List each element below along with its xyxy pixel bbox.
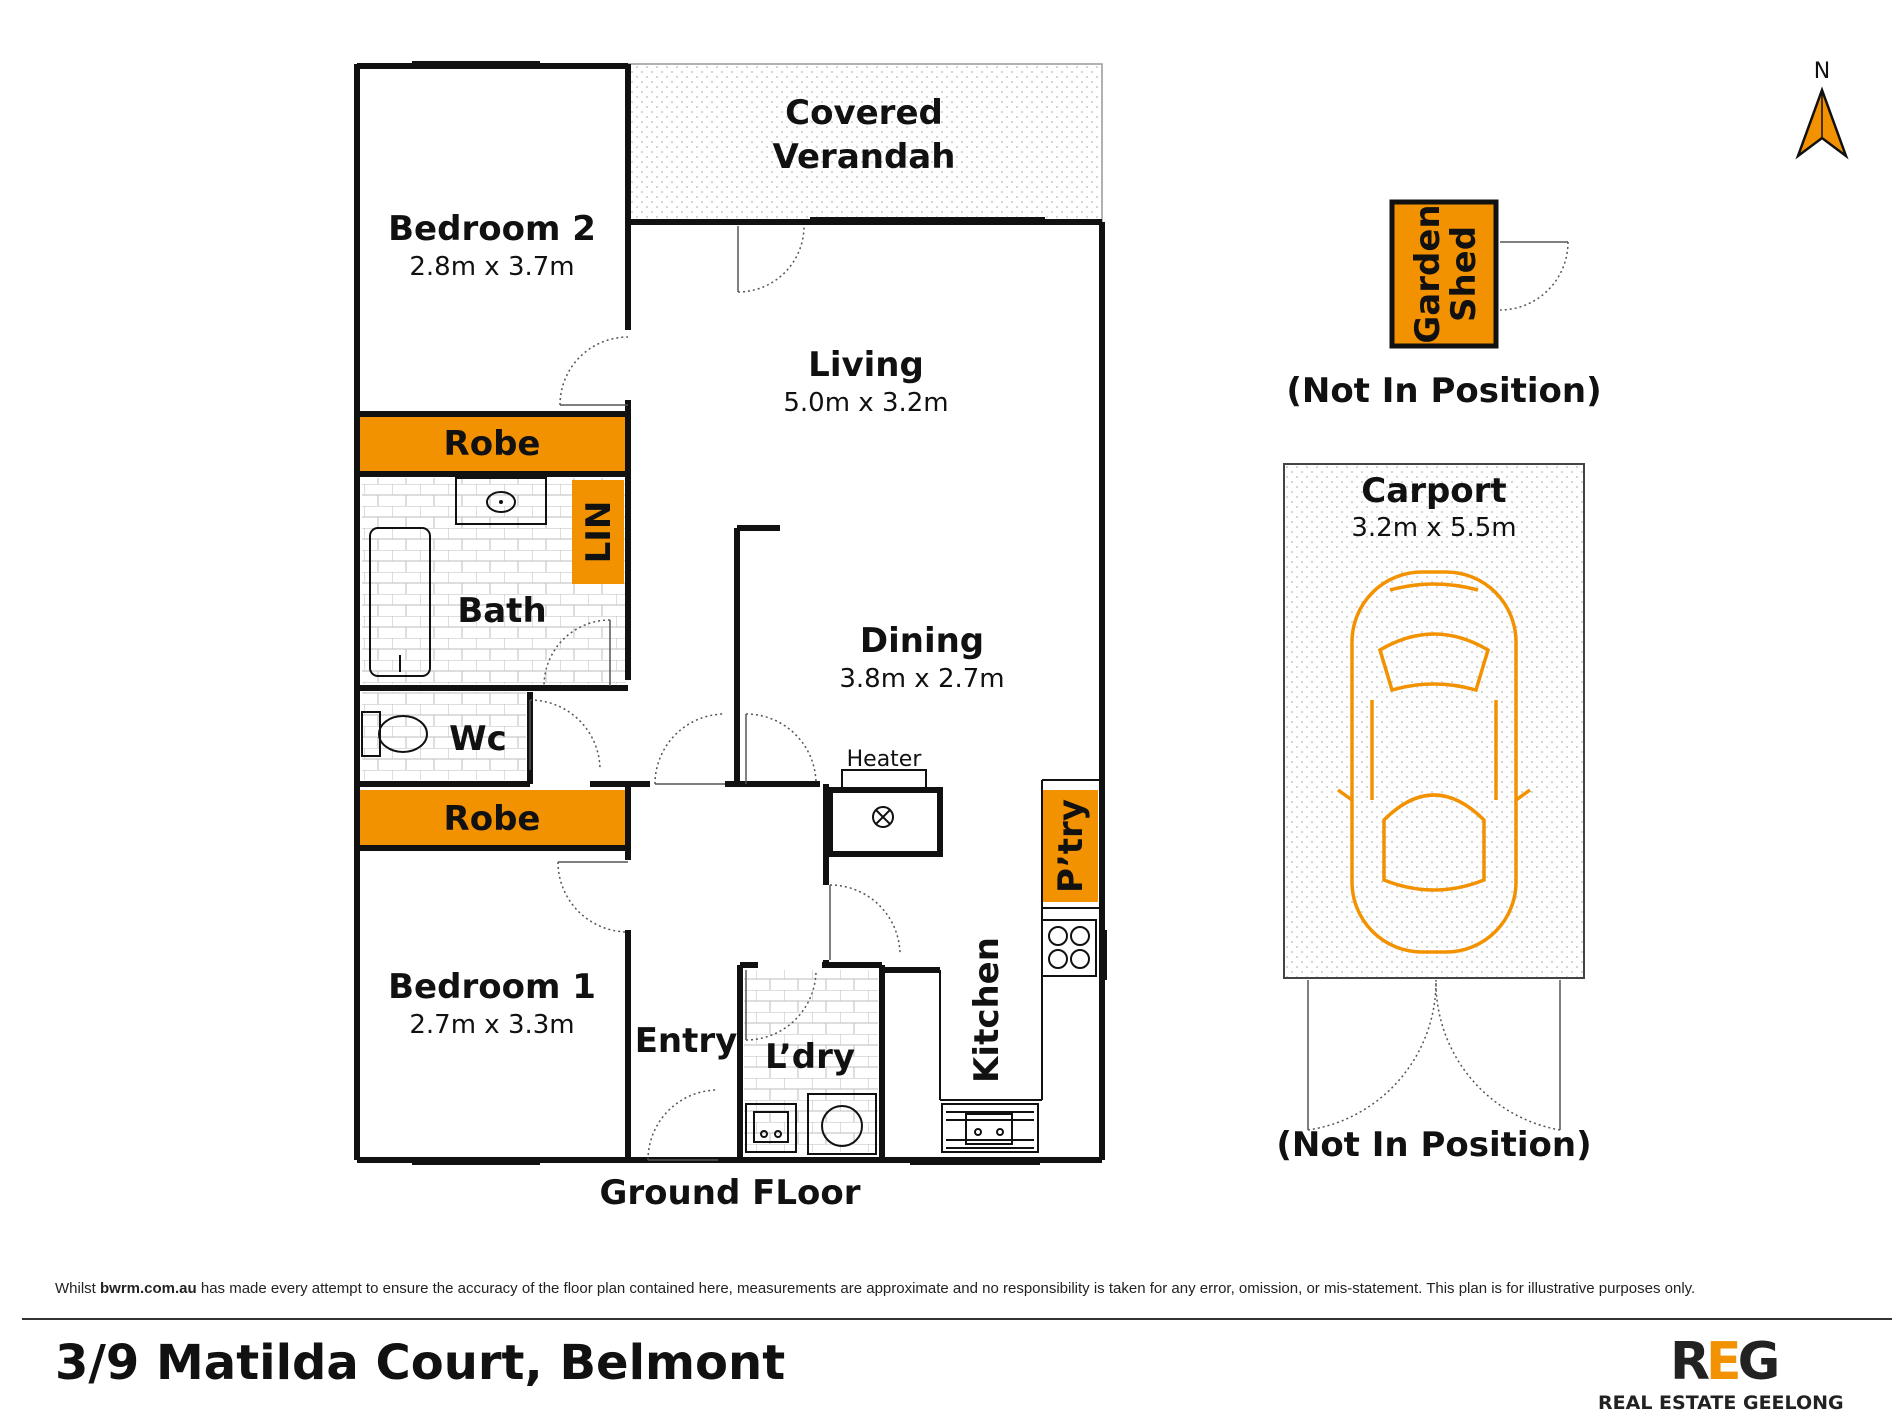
disclaimer: Whilst bwrm.com.au has made every attemp… — [55, 1280, 1855, 1297]
sink-icon — [941, 1103, 1039, 1153]
walls — [354, 63, 1105, 1163]
laundry-tiles — [744, 970, 878, 1152]
garden-shed-name-line2: Shed — [1444, 226, 1484, 322]
pantry-cupboard — [1042, 790, 1098, 902]
entry-name: Entry — [635, 1021, 738, 1061]
carport-name: Carport — [1361, 471, 1506, 511]
disclaimer-rest: has made every attempt to ensure the acc… — [196, 1280, 1696, 1297]
kitchen-name: Kitchen — [967, 937, 1007, 1083]
washing-machine-icon — [807, 1093, 877, 1155]
windows — [412, 61, 1107, 1165]
floor-label: Ground FLoor — [600, 1173, 861, 1213]
north-label: N — [1814, 59, 1830, 84]
toilet-icon — [361, 711, 428, 757]
bedroom2-name: Bedroom 2 — [388, 209, 596, 249]
verandah-name-line1: Covered — [785, 93, 943, 133]
dining-name: Dining — [860, 621, 984, 661]
doors — [529, 225, 901, 1161]
logo-text: REAL ESTATE GEELONG — [1598, 1392, 1844, 1414]
footer-divider — [22, 1318, 1892, 1320]
pantry-name: P’try — [1051, 799, 1091, 893]
room-verandah: Covered Verandah — [773, 93, 956, 177]
dining-dims: 3.8m x 2.7m — [839, 664, 1004, 694]
room-dining: Dining 3.8m x 2.7m — [839, 621, 1004, 694]
bath-name: Bath — [457, 591, 546, 631]
bedroom2-dims: 2.8m x 3.7m — [409, 252, 574, 282]
wc-tiles — [362, 692, 526, 780]
lin-cupboard — [572, 480, 624, 584]
bedroom1-name: Bedroom 1 — [388, 967, 596, 1007]
robe-bottom-name: Robe — [444, 799, 541, 839]
logo-mark-r: R — [1670, 1332, 1710, 1392]
bathtub-icon — [369, 527, 431, 677]
logo-mark-e: E — [1706, 1332, 1741, 1392]
laundry-name: L’dry — [765, 1037, 855, 1077]
living-dims: 5.0m x 3.2m — [783, 388, 948, 418]
agency-logo: REG REAL ESTATE GEELONG — [1598, 1332, 1853, 1422]
basin-icon — [455, 477, 547, 525]
cooktop-icon — [1041, 919, 1097, 977]
carport: Carport 3.2m x 5.5m — [1283, 463, 1585, 1131]
robe-top-name: Robe — [444, 424, 541, 464]
car-icon — [1336, 570, 1532, 954]
garden-shed-name-line1: Garden — [1408, 204, 1448, 343]
room-living: Living 5.0m x 3.2m — [783, 345, 948, 418]
logo-mark: REG — [1670, 1332, 1781, 1392]
disclaimer-site: bwrm.com.au — [100, 1280, 197, 1297]
heater-icon — [827, 769, 943, 857]
verandah-name-line2: Verandah — [773, 137, 956, 177]
lin-name: LIN — [579, 501, 619, 564]
north-arrow-icon: N — [1795, 59, 1849, 160]
property-address: 3/9 Matilda Court, Belmont — [55, 1335, 786, 1391]
bedroom1-dims: 2.7m x 3.3m — [409, 1010, 574, 1040]
room-bedroom-2: Bedroom 2 2.8m x 3.7m — [388, 209, 596, 282]
living-name: Living — [808, 345, 924, 385]
logo-mark-g: G — [1737, 1332, 1781, 1392]
trough-icon — [745, 1103, 797, 1153]
wc-name: Wc — [449, 719, 507, 759]
room-bedroom-1: Bedroom 1 2.7m x 3.3m — [388, 967, 596, 1040]
disclaimer-prefix: Whilst — [55, 1280, 100, 1297]
robe-bottom — [360, 790, 626, 846]
heater-label: Heater — [847, 747, 923, 772]
shed-position-note: (Not In Position) — [1286, 371, 1601, 411]
carport-dims: 3.2m x 5.5m — [1351, 513, 1516, 543]
robe-top — [360, 416, 626, 472]
garden-shed: Garden Shed — [1389, 199, 1569, 349]
verandah-area — [627, 63, 1103, 223]
carport-position-note: (Not In Position) — [1276, 1125, 1591, 1165]
